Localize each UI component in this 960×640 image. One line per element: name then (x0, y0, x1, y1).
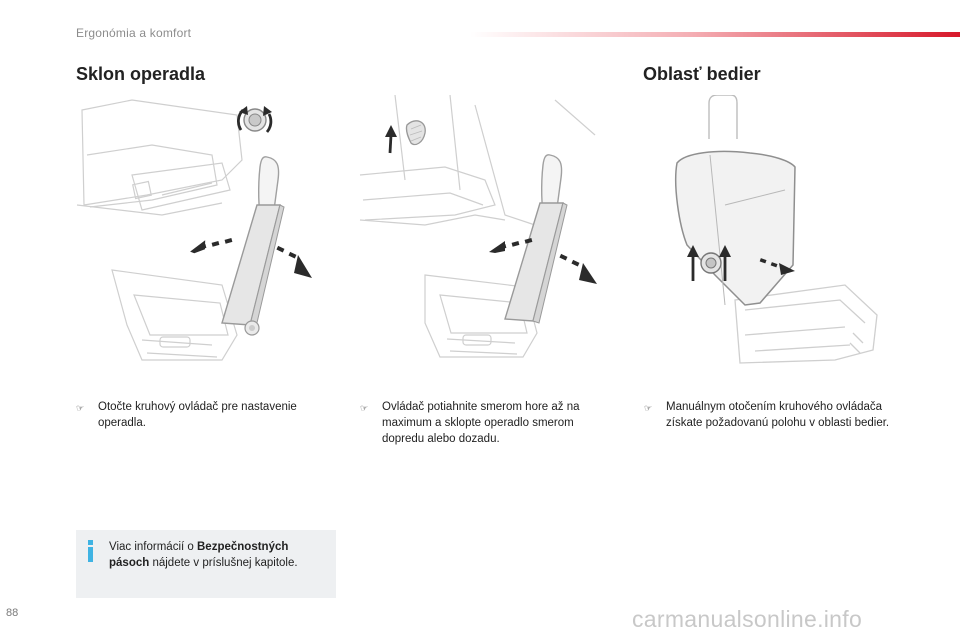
header-accent-bar (470, 32, 960, 37)
header-section-title: Ergonómia a komfort (76, 26, 192, 40)
pointing-finger-icon: ☞ (360, 403, 369, 413)
caption-lumbar: ☞ Manuálnym otočením kruhového ovládača … (644, 401, 890, 429)
pointing-finger-icon: ☞ (76, 403, 85, 413)
info-icon (86, 540, 96, 562)
caption-rotary-knob: ☞ Otočte kruhový ovládač pre nastavenie … (76, 401, 297, 429)
seat-belts-reference: Bezpečnostných pásoch (109, 541, 289, 569)
watermark: carmanualsonline.info (632, 606, 863, 632)
pointing-finger-icon: ☞ (644, 403, 653, 413)
backrest-rotary-knob-illustration (76, 99, 312, 361)
page-number: 88 (6, 607, 19, 619)
info-text: Viac informácií o Bezpečnostných pásoch … (109, 541, 298, 569)
backrest-lever-illustration (359, 95, 597, 358)
section-title-backrest: Sklon operadla (76, 64, 206, 84)
section-title-lumbar: Oblasť bedier (643, 64, 761, 84)
lumbar-adjustment-illustration (674, 95, 878, 364)
info-box: Viac informácií o Bezpečnostných pásoch … (76, 530, 336, 598)
caption-lever: ☞ Ovládač potiahnite smerom hore až na m… (360, 401, 580, 445)
